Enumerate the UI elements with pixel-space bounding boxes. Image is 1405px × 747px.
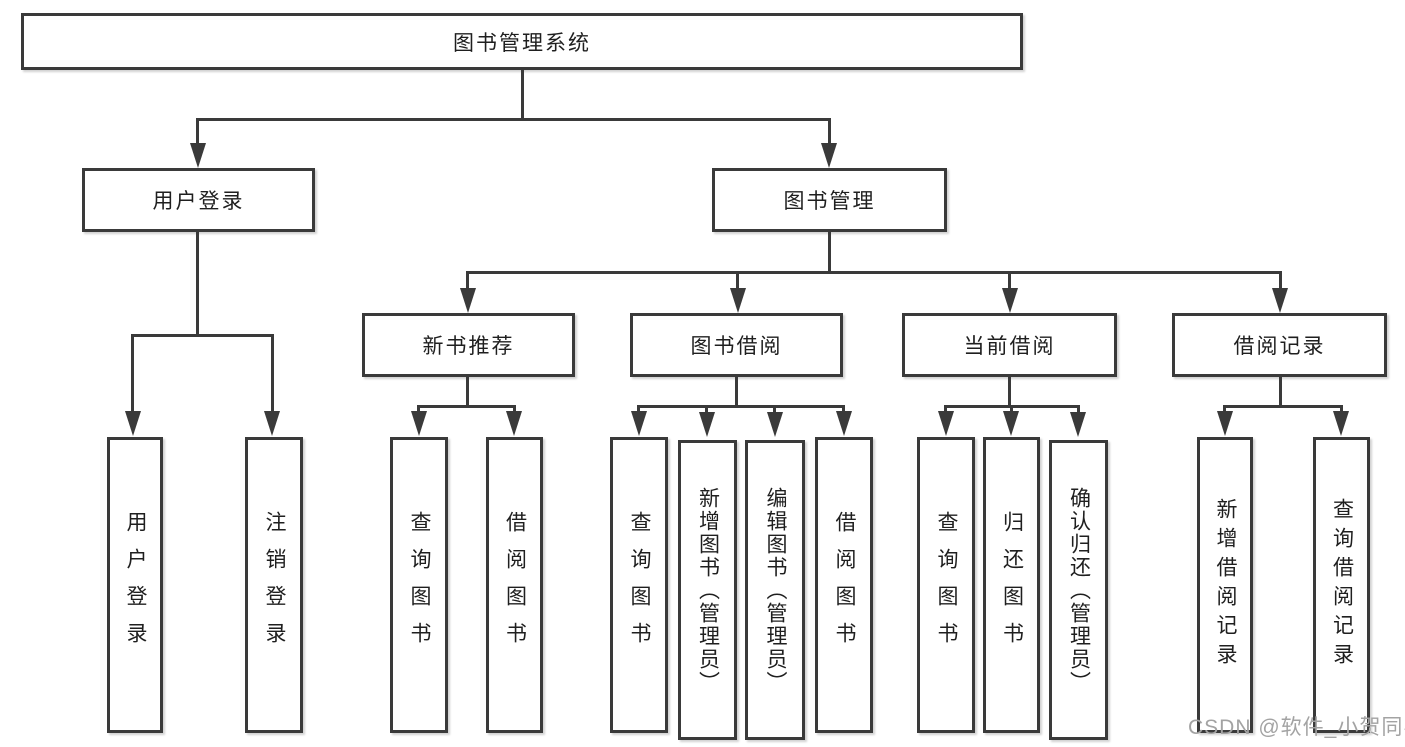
- connector-drop: [736, 271, 739, 291]
- node-label: 图书管理: [783, 190, 876, 213]
- node-label: 图书借阅: [690, 335, 783, 358]
- connector-drop: [196, 118, 199, 148]
- leaf-label: 借阅图书: [503, 511, 527, 659]
- arrowhead-down: [730, 288, 746, 313]
- node-new-book-recommend: 新书推荐: [362, 313, 575, 377]
- arrowhead-down: [1272, 288, 1288, 313]
- leaf-query-books-borrow: 查询图书: [610, 437, 668, 733]
- leaf-label: 新增图书（管理员）: [696, 486, 720, 694]
- leaf-user-login: 用户登录: [107, 437, 163, 733]
- leaf-query-borrow-record: 查询借阅记录: [1313, 437, 1370, 733]
- connector-drop: [828, 118, 831, 148]
- connector-stem: [1008, 377, 1011, 408]
- leaf-logout: 注销登录: [245, 437, 303, 733]
- arrowhead-down: [938, 411, 954, 436]
- arrowhead-down: [699, 412, 715, 437]
- leaf-return-books: 归还图书: [983, 437, 1040, 733]
- connector-root-span: [197, 118, 831, 121]
- arrowhead-down: [1217, 411, 1233, 436]
- arrowhead-down: [1003, 411, 1019, 436]
- arrowhead-down: [1070, 412, 1086, 437]
- leaf-label: 借阅图书: [833, 511, 856, 659]
- leaf-label: 查询图书: [935, 511, 958, 659]
- leaf-query-books-current: 查询图书: [917, 437, 975, 733]
- connector-book-mgmt-stem: [828, 232, 831, 274]
- node-book-borrow: 图书借阅: [630, 313, 843, 377]
- node-book-management: 图书管理: [712, 168, 947, 232]
- leaf-label: 查询图书: [408, 511, 431, 659]
- connector-drop: [466, 271, 469, 291]
- node-label: 借阅记录: [1233, 335, 1326, 358]
- connector-span: [1224, 405, 1342, 408]
- arrowhead-down: [190, 143, 206, 168]
- connector-drop: [131, 334, 134, 416]
- leaf-add-books-admin: 新增图书（管理员）: [678, 440, 737, 740]
- leaf-borrow-books-recommend: 借阅图书: [486, 437, 543, 733]
- connector-drop: [705, 405, 708, 417]
- connector-drop: [271, 334, 274, 416]
- leaf-label: 确认归还（管理员）: [1067, 486, 1091, 694]
- node-borrow-records: 借阅记录: [1172, 313, 1387, 377]
- arrowhead-down: [460, 288, 476, 313]
- leaf-add-borrow-record: 新增借阅记录: [1197, 437, 1253, 733]
- connector-stem: [466, 377, 469, 408]
- leaf-confirm-return-admin: 确认归还（管理员）: [1049, 440, 1108, 740]
- leaf-label: 用户登录: [124, 511, 147, 659]
- node-label: 图书管理系统: [453, 31, 591, 55]
- connector-stem: [735, 377, 738, 408]
- connector-span: [418, 405, 515, 408]
- connector-user-login-span: [132, 334, 274, 337]
- arrowhead-down: [411, 411, 427, 436]
- node-current-borrow: 当前借阅: [902, 313, 1117, 377]
- arrowhead-down: [506, 411, 522, 436]
- arrowhead-down: [1333, 411, 1349, 436]
- node-library-management-system: 图书管理系统: [21, 13, 1023, 70]
- leaf-label: 查询借阅记录: [1330, 498, 1354, 672]
- connector-drop: [1279, 271, 1282, 291]
- node-user-login: 用户登录: [82, 168, 315, 232]
- arrowhead-down: [264, 411, 280, 436]
- leaf-label: 查询图书: [628, 511, 651, 659]
- connector-book-mgmt-span: [466, 271, 1282, 274]
- leaf-label: 注销登录: [263, 511, 286, 659]
- node-label: 新书推荐: [422, 335, 515, 358]
- node-label: 用户登录: [152, 190, 245, 213]
- connector-span: [638, 405, 845, 408]
- leaf-edit-books-admin: 编辑图书（管理员）: [745, 440, 805, 740]
- connector-root-stem: [521, 70, 524, 120]
- connector-drop: [1008, 271, 1011, 291]
- arrowhead-down: [125, 411, 141, 436]
- leaf-label: 编辑图书（管理员）: [764, 486, 787, 694]
- connector-drop: [1077, 405, 1080, 417]
- connector-drop: [773, 405, 776, 417]
- csdn-watermark: CSDN @软件_小贺同学: [1188, 716, 1405, 739]
- connector-stem: [1279, 377, 1282, 408]
- leaf-label: 归还图书: [1000, 511, 1024, 659]
- leaf-label: 新增借阅记录: [1214, 498, 1237, 672]
- arrowhead-down: [821, 143, 837, 168]
- node-label: 当前借阅: [963, 335, 1056, 358]
- arrowhead-down: [1002, 288, 1018, 313]
- arrowhead-down: [836, 411, 852, 436]
- leaf-query-books-recommend: 查询图书: [390, 437, 448, 733]
- arrowhead-down: [631, 411, 647, 436]
- arrowhead-down: [767, 412, 783, 437]
- leaf-borrow-books: 借阅图书: [815, 437, 873, 733]
- connector-user-login-stem: [196, 232, 199, 336]
